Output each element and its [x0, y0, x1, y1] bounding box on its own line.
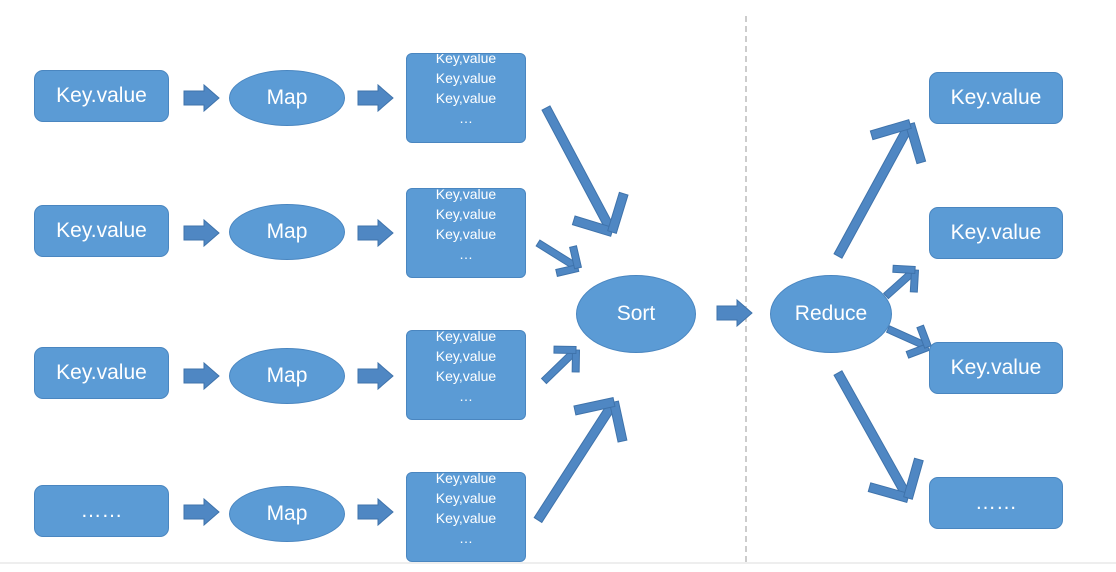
- kv-list-3: Key,value Key,value Key,value …: [406, 330, 526, 420]
- input-key-value-1: Key.value: [34, 70, 169, 122]
- reduce-node: Reduce: [770, 275, 892, 353]
- reduce-to-out3-arrow-head-a: [905, 343, 930, 359]
- output-key-value-1: Key.value: [929, 72, 1063, 124]
- reduce-to-out4-arrow-head-a: [867, 482, 910, 503]
- input-to-map-arrow-2: [183, 218, 220, 248]
- reduce-to-out2-arrow-head-a: [909, 269, 920, 293]
- kv-line: Key,value: [435, 510, 497, 526]
- map-to-kv-arrow-3: [357, 361, 394, 391]
- kv-line: …: [459, 388, 473, 404]
- reduce-to-out3-arrow-head-b: [916, 324, 932, 349]
- output-key-value-2: Key.value: [929, 207, 1063, 259]
- input-ellipsis: ……: [34, 485, 169, 537]
- reduce-to-out1-arrow-shaft: [833, 125, 913, 259]
- kv2-to-sort-arrow-shaft: [535, 239, 578, 270]
- kv-line: Key,value: [435, 472, 497, 486]
- kv-line: Key,value: [435, 70, 497, 86]
- input-to-map-arrow-4: [183, 497, 220, 527]
- reduce-to-out1-arrow-head-a: [905, 122, 927, 165]
- reduce-to-out2-arrow-head-b: [892, 264, 916, 275]
- kv-list-2: Key,value Key,value Key,value …: [406, 188, 526, 278]
- map-to-kv-arrow-4: [357, 497, 394, 527]
- kv2-to-sort-arrow-head-b: [569, 245, 583, 270]
- output-ellipsis: ……: [929, 477, 1063, 529]
- kv-line: Key,value: [435, 53, 497, 66]
- map-node-3: Map: [229, 348, 345, 404]
- kv-line: …: [459, 530, 473, 546]
- kv-line: Key,value: [435, 348, 497, 364]
- kv-list-4: Key,value Key,value Key,value …: [406, 472, 526, 562]
- input-to-map-arrow-3: [183, 361, 220, 391]
- kv-line: Key,value: [435, 90, 497, 106]
- kv2-to-sort-arrow-head-a: [555, 263, 580, 277]
- input-to-map-arrow-1: [183, 83, 220, 113]
- map-node-2: Map: [229, 204, 345, 260]
- reduce-to-out4-arrow-shaft: [833, 370, 911, 497]
- reduce-to-out4-arrow-head-b: [903, 457, 924, 500]
- kv4-to-sort-arrow-shaft: [533, 402, 617, 524]
- kv-line: Key,value: [435, 368, 497, 384]
- kv-list-1: Key,value Key,value Key,value …: [406, 53, 526, 143]
- sort-to-reduce-arrow: [716, 298, 753, 328]
- kv-line: …: [459, 110, 473, 126]
- map-to-kv-arrow-1: [357, 83, 394, 113]
- kv3-to-sort-arrow-shaft: [540, 349, 577, 385]
- kv1-to-sort-arrow-head-b: [607, 191, 629, 234]
- kv1-to-sort-arrow-head-a: [571, 215, 614, 237]
- kv-line: Key,value: [435, 206, 497, 222]
- kv4-to-sort-arrow-head-b: [573, 397, 616, 416]
- sort-node: Sort: [576, 275, 696, 353]
- reduce-to-out2-arrow-shaft: [882, 269, 916, 300]
- reduce-to-out1-arrow-head-b: [869, 119, 912, 141]
- kv-line: Key,value: [435, 188, 497, 202]
- kv3-to-sort-arrow-head-b: [553, 345, 577, 355]
- kv-line: Key,value: [435, 330, 497, 344]
- input-key-value-3: Key.value: [34, 347, 169, 399]
- map-to-kv-arrow-2: [357, 218, 394, 248]
- output-key-value-3: Key.value: [929, 342, 1063, 394]
- map-node-4: Map: [229, 486, 345, 542]
- kv4-to-sort-arrow-head-a: [609, 400, 628, 443]
- kv-line: Key,value: [435, 490, 497, 506]
- kv3-to-sort-arrow-head-a: [571, 349, 581, 373]
- kv1-to-sort-arrow-shaft: [541, 105, 615, 231]
- kv-line: Key,value: [435, 226, 497, 242]
- input-key-value-2: Key.value: [34, 205, 169, 257]
- map-node-1: Map: [229, 70, 345, 126]
- kv-line: …: [459, 246, 473, 262]
